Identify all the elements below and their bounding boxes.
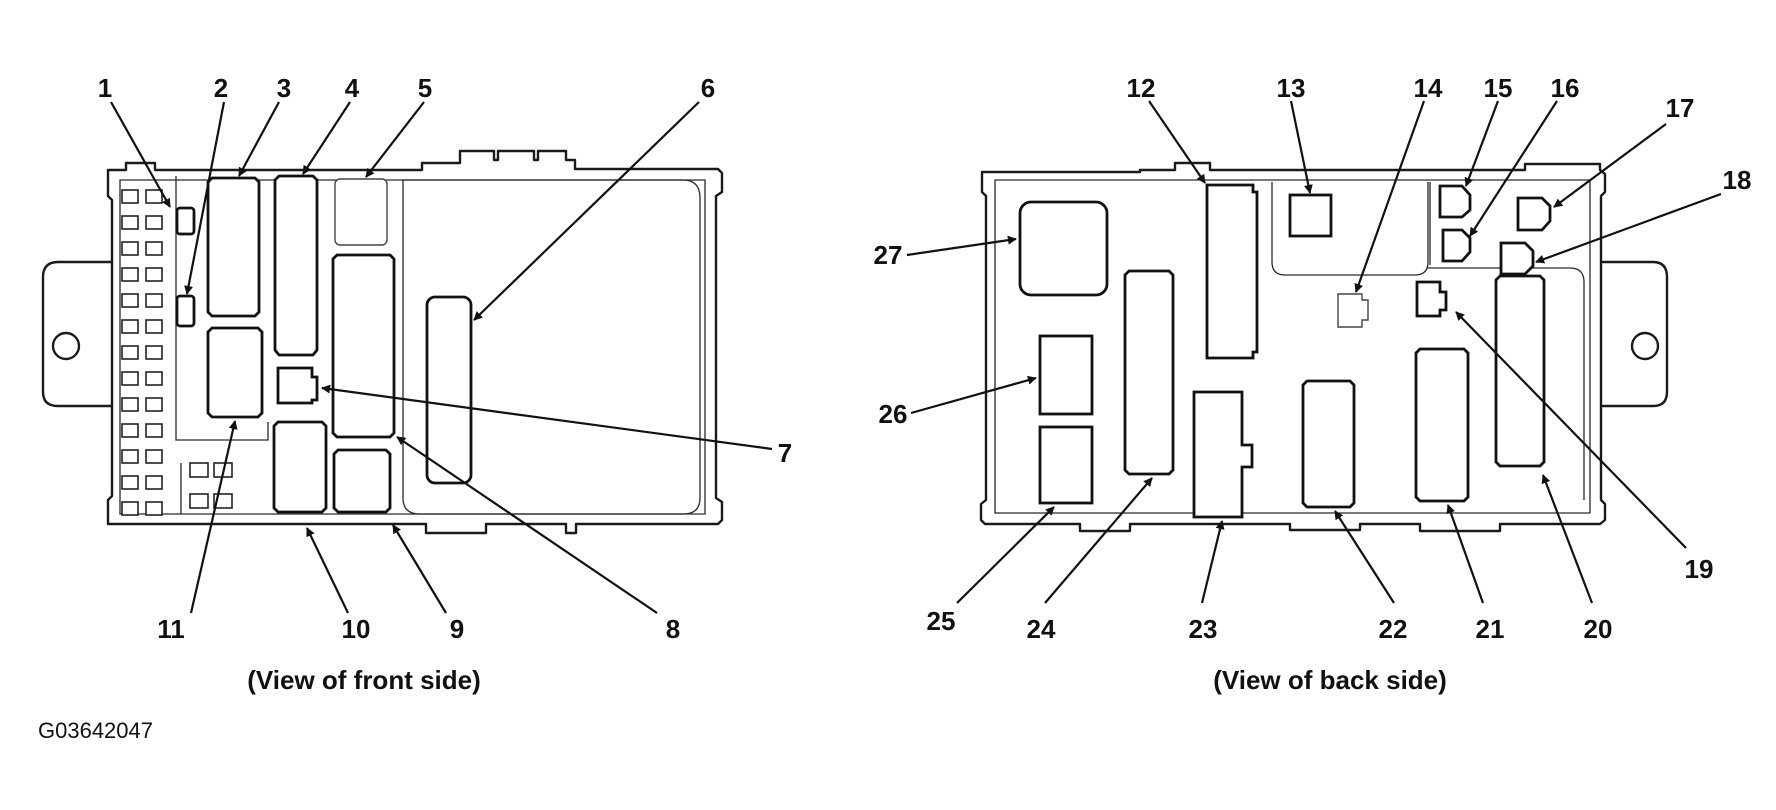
connector-3 — [206, 176, 261, 318]
connector-10 — [272, 420, 328, 514]
mini-fuse — [121, 501, 139, 516]
connector-4 — [273, 174, 319, 357]
mini-fuse — [121, 449, 139, 464]
connector-18 — [1499, 241, 1535, 276]
callout-8: 8 — [666, 614, 680, 644]
callout-10: 10 — [342, 614, 371, 644]
front-leader-lines — [110, 101, 773, 614]
connector-27 — [1018, 200, 1109, 297]
front-connectors — [206, 174, 473, 514]
callout-20: 20 — [1584, 614, 1613, 644]
connector-15 — [1438, 184, 1472, 219]
mini-fuse — [145, 319, 163, 334]
mini-fuse — [121, 215, 139, 230]
connector-5 — [334, 178, 388, 246]
callout-1: 1 — [98, 73, 112, 103]
connector-13 — [1288, 193, 1333, 238]
back-callouts: 12 13 14 15 16 17 18 19 20 21 22 23 24 2… — [874, 73, 1752, 644]
connector-22 — [1301, 379, 1356, 509]
connector-8 — [331, 253, 396, 439]
fuse-grid-bottom — [189, 462, 233, 509]
fuse-grid-left — [121, 189, 163, 516]
connector-19 — [1415, 280, 1448, 318]
mini-fuse — [145, 267, 163, 282]
front-view-caption: (View of front side) — [247, 665, 481, 695]
connector-25 — [1038, 425, 1094, 505]
connector-6 — [425, 295, 473, 485]
callout-18: 18 — [1723, 165, 1752, 195]
callout-12: 12 — [1127, 73, 1156, 103]
mini-fuse — [145, 293, 163, 308]
connector-17 — [1516, 196, 1552, 232]
callout-3: 3 — [277, 73, 291, 103]
callout-15: 15 — [1484, 73, 1513, 103]
callout-16: 16 — [1551, 73, 1580, 103]
callout-23: 23 — [1189, 614, 1218, 644]
mini-fuse — [189, 462, 209, 478]
callout-22: 22 — [1379, 614, 1408, 644]
callout-13: 13 — [1277, 73, 1306, 103]
connector-11 — [206, 326, 264, 419]
connector-9 — [332, 448, 392, 514]
callout-21: 21 — [1476, 614, 1505, 644]
mini-fuse — [145, 215, 163, 230]
callout-19: 19 — [1685, 554, 1714, 584]
callout-24: 24 — [1027, 614, 1056, 644]
callout-5: 5 — [418, 73, 432, 103]
mini-fuse — [121, 319, 139, 334]
mini-fuse — [189, 493, 209, 509]
back-leader-lines — [906, 100, 1722, 604]
back-connectors — [1018, 183, 1552, 519]
mini-fuse — [121, 293, 139, 308]
front-view: 1 2 3 4 5 6 7 8 9 10 11 (View of front s… — [41, 73, 792, 695]
callout-17: 17 — [1666, 93, 1695, 123]
back-housing — [979, 161, 1669, 533]
mini-fuse — [145, 345, 163, 360]
connector-16 — [1441, 228, 1472, 263]
mini-fuse — [145, 501, 163, 516]
connector-21 — [1414, 347, 1470, 503]
mini-fuse — [145, 449, 163, 464]
mini-fuse — [121, 397, 139, 412]
callout-11: 11 — [157, 614, 185, 644]
connector-12 — [1205, 183, 1259, 360]
mini-fuse — [145, 475, 163, 490]
mini-fuse — [121, 423, 139, 438]
callout-9: 9 — [450, 614, 464, 644]
front-callouts: 1 2 3 4 5 6 7 8 9 10 11 — [98, 73, 792, 644]
connector-23 — [1192, 390, 1254, 519]
mini-fuse — [145, 371, 163, 386]
connector-24 — [1123, 269, 1175, 476]
back-view-caption: (View of back side) — [1213, 665, 1447, 695]
callout-2: 2 — [214, 73, 228, 103]
fuse-slot-2 — [175, 294, 196, 328]
mini-fuse — [121, 345, 139, 360]
fuse-slot-1 — [175, 206, 196, 236]
callout-14: 14 — [1414, 73, 1443, 103]
connector-20 — [1494, 274, 1546, 468]
connector-14 — [1337, 293, 1369, 328]
mini-fuse — [145, 423, 163, 438]
callout-7: 7 — [778, 438, 792, 468]
callout-26: 26 — [879, 399, 908, 429]
back-view: 12 13 14 15 16 17 18 19 20 21 22 23 24 2… — [874, 73, 1752, 695]
figure-code: G03642047 — [38, 718, 153, 743]
mini-fuse — [121, 267, 139, 282]
callout-4: 4 — [345, 73, 360, 103]
mini-fuse — [145, 397, 163, 412]
callout-27: 27 — [874, 240, 903, 270]
mini-fuse — [121, 189, 139, 204]
connector-26 — [1038, 334, 1094, 416]
mini-fuse — [121, 475, 139, 490]
callout-25: 25 — [927, 606, 956, 636]
mini-fuse — [121, 371, 139, 386]
connector-7 — [276, 366, 319, 405]
mini-fuse — [145, 189, 163, 204]
mini-fuse — [121, 241, 139, 256]
mini-fuse — [145, 241, 163, 256]
callout-6: 6 — [701, 73, 715, 103]
